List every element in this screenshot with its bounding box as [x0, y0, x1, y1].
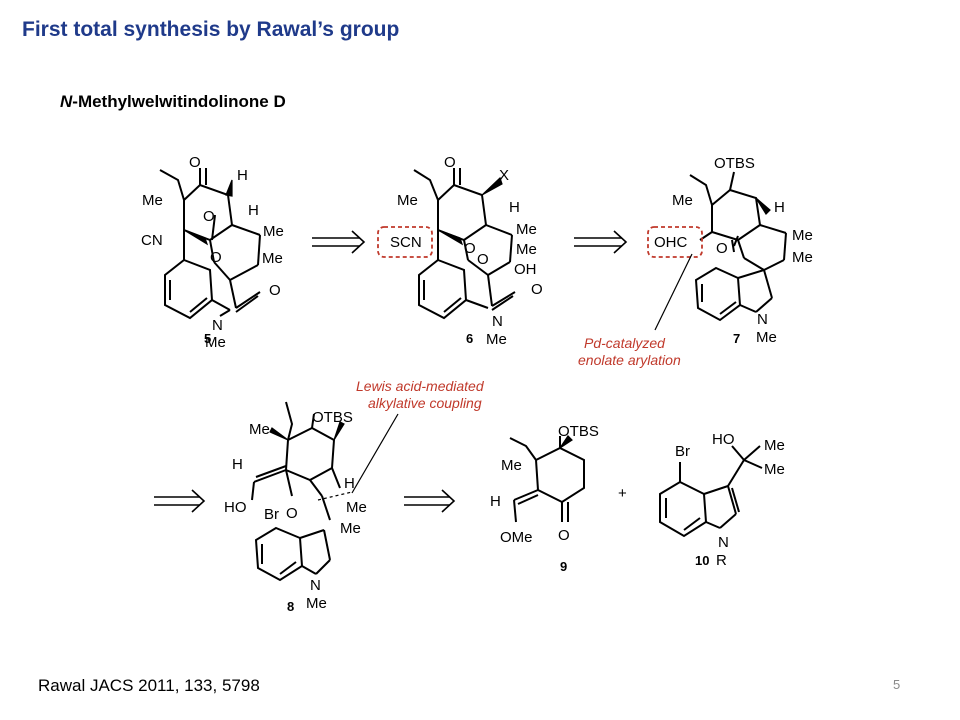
c5-ring-O: O — [210, 249, 222, 266]
c8-methyl-a: Me — [346, 499, 367, 516]
compound-number-10: 10 — [695, 553, 709, 568]
compound-7: OTBS Me H OHC Me Me O N Me 7 Pd-catalyze… — [578, 155, 813, 368]
compound-number-5: 5 — [204, 331, 211, 346]
c6-X: X — [499, 167, 509, 184]
c8-N-methyl: Me — [306, 595, 327, 612]
c8-enol-H: H — [232, 456, 243, 473]
compound-number-9: 9 — [560, 559, 567, 574]
c10-R-group: R — [716, 552, 727, 569]
c6-H: H — [509, 199, 520, 216]
c9-methyl: Me — [501, 457, 522, 474]
ohc-highlight-box — [647, 226, 703, 258]
c9-enol-H: H — [490, 493, 501, 510]
c10-methyl-b: Me — [764, 461, 785, 478]
retro-arrow-3 — [154, 489, 206, 513]
lewis-annotation-line2: alkylative coupling — [368, 395, 482, 411]
c7-H: H — [774, 199, 785, 216]
c6-methyl-b: Me — [516, 241, 537, 258]
c9-ketone-O: O — [558, 527, 570, 544]
c7-methyl-b: Me — [792, 249, 813, 266]
c10-hydroxyl: HO — [712, 431, 735, 448]
c7-methyl: Me — [672, 192, 693, 209]
c6-hydroxyl: OH — [514, 261, 537, 278]
c8-silyl-ether: OTBS — [312, 409, 353, 426]
c5-methyl: Me — [142, 192, 163, 209]
compound-number-8: 8 — [287, 599, 294, 614]
c6-thiocyanate: SCN — [390, 234, 422, 251]
c8-ketone-O: O — [286, 505, 298, 522]
pd-annotation-line2: enolate arylation — [578, 352, 681, 368]
c8-hydroxyl: HO — [224, 499, 247, 516]
c10-bromine: Br — [675, 443, 690, 460]
c8-methyl: Me — [249, 421, 270, 438]
c5-nitrogen: N — [212, 317, 223, 334]
c9-methoxy: OMe — [500, 529, 533, 546]
c8-methyl-b: Me — [340, 520, 361, 537]
compound-number-7: 7 — [733, 331, 740, 346]
c5-ketone-O: O — [189, 154, 201, 171]
c6-lactam-O: O — [531, 281, 543, 298]
c7-silyl-ether: OTBS — [714, 155, 755, 172]
c7-methyl-a: Me — [792, 227, 813, 244]
c8-bromine: Br — [264, 506, 279, 523]
scn-highlight-box — [377, 226, 433, 258]
c8-nitrogen: N — [310, 577, 321, 594]
c10-methyl-a: Me — [764, 437, 785, 454]
lewis-annotation-line1: Lewis acid-mediated — [356, 378, 485, 394]
c8-H: H — [344, 475, 355, 492]
compound-9: OTBS Me H OMe O 9 — [490, 423, 599, 574]
pd-annotation-line1: Pd-catalyzed — [584, 335, 666, 351]
c6-N-methyl: Me — [486, 331, 507, 348]
compound-5: O H Me O H CN Me Me O O N Me 5 — [141, 154, 284, 351]
c7-nitrogen: N — [757, 311, 768, 328]
c6-methyl-a: Me — [516, 221, 537, 238]
compound-heading: N-Methylwelwitindolinone D — [60, 92, 286, 112]
c5-N-methyl: Me — [205, 334, 226, 351]
compound-name: -Methylwelwitindolinone D — [72, 92, 286, 111]
c6-ring-O2: O — [477, 251, 489, 268]
c7-ring-O: O — [716, 240, 728, 257]
retro-arrow-4 — [404, 489, 456, 513]
compound-number-6: 6 — [466, 331, 473, 346]
compound-8: OTBS Me H H HO O Br Me Me N Me 8 — [224, 401, 367, 614]
c6-methyl: Me — [397, 192, 418, 209]
retro-arrow-2 — [574, 230, 628, 254]
compound-10: Br HO Me Me N R 10 — [659, 431, 785, 569]
c5-H-top: H — [237, 167, 248, 184]
c6-nitrogen: N — [492, 313, 503, 330]
slide-title: First total synthesis by Rawal’s group — [22, 18, 400, 41]
c9-silyl-ether: OTBS — [558, 423, 599, 440]
c5-lactam-O: O — [269, 282, 281, 299]
compound-6: O X Me H SCN Me Me O O OH O N Me 6 — [377, 154, 543, 348]
n-prefix: N — [60, 92, 73, 111]
c5-bridge-O: O — [203, 208, 215, 225]
c6-ketone-O: O — [444, 154, 456, 171]
c7-N-methyl: Me — [756, 329, 777, 346]
c5-methyl-a: Me — [263, 223, 284, 240]
c7-aldehyde: OHC — [654, 234, 688, 251]
c5-nitrile: CN — [141, 232, 163, 249]
c10-nitrogen: N — [718, 534, 729, 551]
c6-ring-O: O — [464, 240, 476, 257]
retro-arrow-1 — [312, 230, 366, 254]
plus-sign: + — [618, 485, 627, 502]
citation: Rawal JACS 2011, 133, 5798 — [38, 676, 260, 695]
c5-methyl-b: Me — [262, 250, 283, 267]
c5-H-mid: H — [248, 202, 259, 219]
page-number: 5 — [893, 677, 901, 692]
